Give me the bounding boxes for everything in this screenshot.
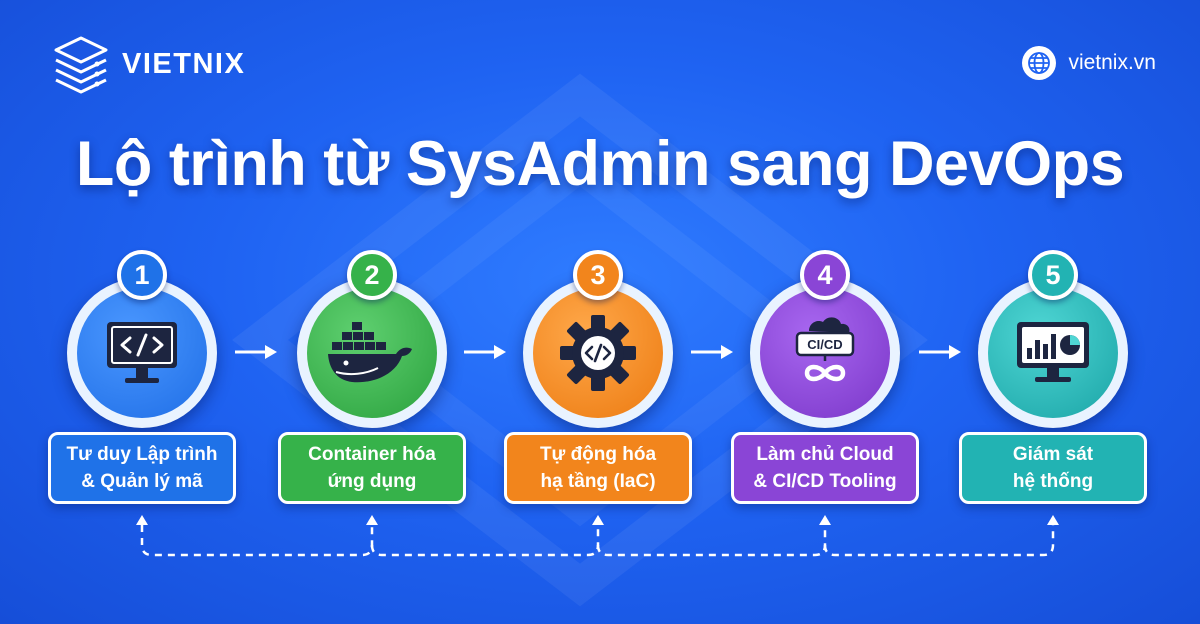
step-4: 4 CI/CD Làm chủ Cloud & CI/CD Tooling	[710, 250, 940, 510]
step-label-line1: Tư duy Lập trình	[66, 444, 218, 465]
server-stack-icon	[54, 36, 108, 94]
step-label-line1: Giám sát	[1012, 444, 1094, 465]
step-label-line2: ứng dụng	[327, 471, 417, 492]
step-label: Tự động hóa hạ tầng (IaC)	[504, 432, 692, 504]
step-label: Container hóa ứng dụng	[278, 432, 466, 504]
website-link[interactable]: vietnix.vn	[1022, 46, 1156, 80]
step-ring	[67, 278, 217, 428]
website-url: vietnix.vn	[1068, 51, 1156, 74]
step-label: Tư duy Lập trình & Quản lý mã	[48, 432, 236, 504]
page-title: Lộ trình từ SysAdmin sang DevOps	[75, 129, 1125, 199]
step-number-badge: 3	[573, 250, 623, 300]
step-label-line1: Làm chủ Cloud	[756, 444, 894, 465]
step-label-line1: Container hóa	[308, 444, 436, 465]
globe-icon	[1022, 46, 1057, 80]
step-icon-circle	[533, 288, 663, 418]
step-icon-circle	[77, 288, 207, 418]
step-1: 1 Tư duy Lập trình & Quản lý mã	[27, 250, 257, 510]
step-icon-circle	[307, 288, 437, 418]
step-ring	[978, 278, 1128, 428]
step-number-badge: 4	[800, 250, 850, 300]
brand-logo[interactable]: VIETNIX	[52, 34, 245, 94]
step-number-badge: 2	[347, 250, 397, 300]
step-label-line2: & Quản lý mã	[81, 471, 203, 492]
step-number-badge: 1	[117, 250, 167, 300]
step-label-line2: hệ thống	[1012, 471, 1094, 492]
docker-whale-icon	[328, 322, 412, 383]
step-5: 5 Giám sát hệ thống	[938, 250, 1168, 510]
cicd-cloud-icon: CI/CD	[795, 317, 855, 382]
monitoring-dashboard-icon	[1017, 322, 1089, 382]
step-ring	[523, 278, 673, 428]
arrow-right-icon	[464, 345, 506, 359]
arrow-right-icon	[691, 345, 733, 359]
code-monitor-icon	[107, 322, 177, 383]
brand-name: VIETNIX	[122, 47, 246, 80]
code-gear-icon	[560, 315, 636, 391]
step-label: Làm chủ Cloud & CI/CD Tooling	[731, 432, 919, 504]
cicd-text: CI/CD	[807, 337, 842, 352]
step-label-line2: & CI/CD Tooling	[753, 471, 897, 492]
step-ring: CI/CD	[750, 278, 900, 428]
step-number-badge: 5	[1028, 250, 1078, 300]
step-icon-circle: CI/CD	[760, 288, 890, 418]
step-ring	[297, 278, 447, 428]
step-label-line2: hạ tầng (IaC)	[540, 471, 656, 492]
feedback-loop-connector	[136, 515, 1059, 557]
step-label-line1: Tự động hóa	[539, 444, 657, 465]
step-2: 2 Container hóa ứng dụng	[257, 250, 487, 510]
arrow-right-icon	[235, 345, 277, 359]
step-label: Giám sát hệ thống	[959, 432, 1147, 504]
step-icon-circle	[988, 288, 1118, 418]
arrow-right-icon	[919, 345, 961, 359]
step-3: 3	[483, 250, 713, 510]
